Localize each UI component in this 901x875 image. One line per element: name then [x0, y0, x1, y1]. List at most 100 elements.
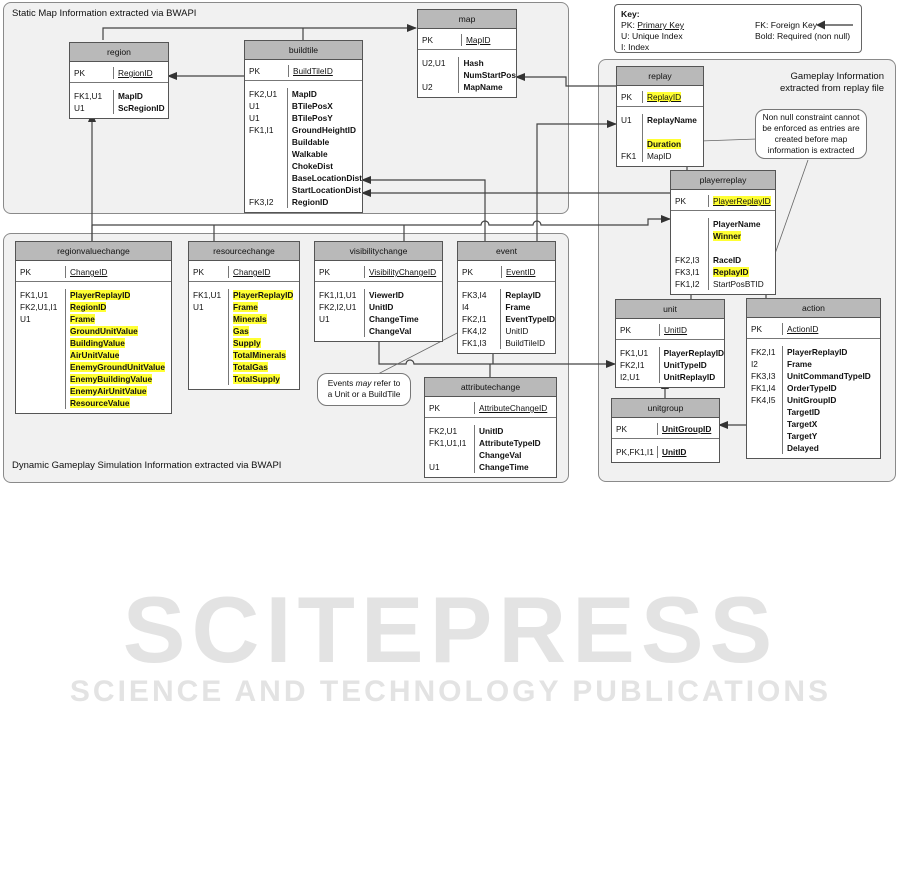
unit-pk-field: UnitID [660, 324, 724, 336]
event-row-index: FK4,I2 [462, 326, 487, 336]
replay-row-field: Duration [647, 138, 703, 150]
resourcechange-field-totalminerals: TotalMinerals [233, 350, 286, 360]
regionvaluechange-field-resourcevalue: ResourceValue [70, 398, 130, 408]
regionvaluechange-field-regionid: RegionID [70, 302, 107, 312]
buildtile-row-field: BTilePosX [292, 100, 362, 112]
event-table-header: event [458, 242, 555, 261]
playerreplay-row-index: FK1,I2 [675, 279, 700, 289]
resourcechange-row-index [193, 313, 228, 325]
callout-event-line1: Events may refer to [318, 378, 410, 389]
map-pk-field-text: MapID [466, 35, 491, 45]
regionvaluechange-row-index [20, 361, 65, 373]
unitgroup-field-unitid: UnitID [662, 447, 687, 457]
buildtile-row-index: U1 [249, 101, 260, 111]
playerreplay-row-index [675, 218, 708, 230]
line-event-replay [536, 120, 617, 241]
action-row-field: TargetID [787, 406, 880, 418]
callout-event-line1-b: refer to [371, 378, 401, 388]
action-row-index: FK3,I3 [751, 371, 776, 381]
regionvaluechange-row-field: Frame [70, 313, 171, 325]
replay-field-mapid: MapID [647, 151, 672, 161]
replay-row-field: ReplayName [647, 114, 703, 126]
action-field-unitcommandtypeid: UnitCommandTypeID [787, 371, 871, 381]
resourcechange-row-index [193, 373, 228, 385]
unitgroup-row-index: PK,FK1,I1 [616, 447, 654, 457]
resourcechange-pk-label: PK [189, 266, 229, 278]
buildtile-row-field: ChokeDist [292, 160, 362, 172]
replay-spacer [621, 126, 642, 138]
regionvaluechange-field-buildingvalue: BuildingValue [70, 338, 125, 348]
callout-mapid-pointer-2 [769, 159, 809, 269]
buildtile-field-buildable: Buildable [291, 137, 330, 147]
unit-row-field: UnitTypeID [664, 359, 724, 371]
replay-pk-field: ReplayID [643, 91, 703, 103]
playerreplay-field-winner: Winner [713, 231, 742, 241]
playerreplay-row-index: FK2,I3 [675, 255, 700, 265]
map-pk-label: PK [418, 34, 462, 46]
action-row-field: Delayed [787, 442, 880, 454]
event-row-field: UnitID [505, 325, 555, 337]
resourcechange-row-field: PlayerReplayID [233, 289, 299, 301]
replay-row-index: FK1 [621, 151, 637, 161]
unit-field-unittypeid: UnitTypeID [663, 360, 707, 370]
regionvaluechange-field-playerreplayid: PlayerReplayID [70, 290, 131, 300]
regionvaluechange-row-index [20, 325, 65, 337]
attributechange-field-unitid: UnitID [479, 426, 504, 436]
callout-event-note: Events may refer to a Unit or a BuildTil… [317, 373, 411, 406]
attributechange-field-changetime: ChangeTime [479, 462, 529, 472]
dynamic-region-label: Dynamic Gameplay Simulation Information … [12, 460, 282, 471]
action-row-index [751, 442, 782, 454]
buildtile-field-groundheightid: GroundHeightID [291, 125, 356, 135]
action-row-index: FK4,I5 [751, 395, 776, 405]
buildtile-row-index: FK2,U1 [249, 89, 278, 99]
buildtile-field-btileposx: BTilePosX [291, 101, 333, 111]
action-field-delayed: Delayed [787, 443, 819, 453]
buildtile-field-regionid: RegionID [291, 197, 329, 207]
action-field-playerreplayid: PlayerReplayID [787, 347, 848, 357]
buildtile-row-field: StartLocationDist [292, 184, 362, 196]
attributechange-row-index: FK1,U1,I1 [429, 438, 467, 448]
unitgroup-fields: PK,FK1,I1 UnitID [612, 439, 719, 462]
buildtile-row-index [249, 148, 287, 160]
unit-row-field: PlayerReplayID [664, 347, 724, 359]
buildtile-field-walkable: Walkable [291, 149, 328, 159]
buildtile-pk-field-text: BuildTileID [293, 66, 333, 76]
action-row-index: FK1,I4 [751, 383, 776, 393]
event-field-unitid: UnitID [505, 326, 529, 336]
region-row-field: MapID [118, 90, 168, 102]
action-field-unitgroupid: UnitGroupID [787, 395, 837, 405]
regionvaluechange-table-header: regionvaluechange [16, 242, 171, 261]
attributechange-field-changeval: ChangeVal [479, 450, 522, 460]
legend-key-box: Key: PK: Primary Key U: Unique Index I: … [614, 4, 862, 53]
unitgroup-row-field: UnitID [662, 446, 719, 458]
callout-event-line1-a: Events [327, 378, 356, 388]
buildtile-row-index [249, 160, 287, 172]
attributechange-table-header: attributechange [425, 378, 556, 397]
action-row-field: UnitGroupID [787, 394, 880, 406]
unit-table-header: unit [616, 300, 724, 319]
replay-pk-field-text: ReplayID [647, 92, 682, 102]
